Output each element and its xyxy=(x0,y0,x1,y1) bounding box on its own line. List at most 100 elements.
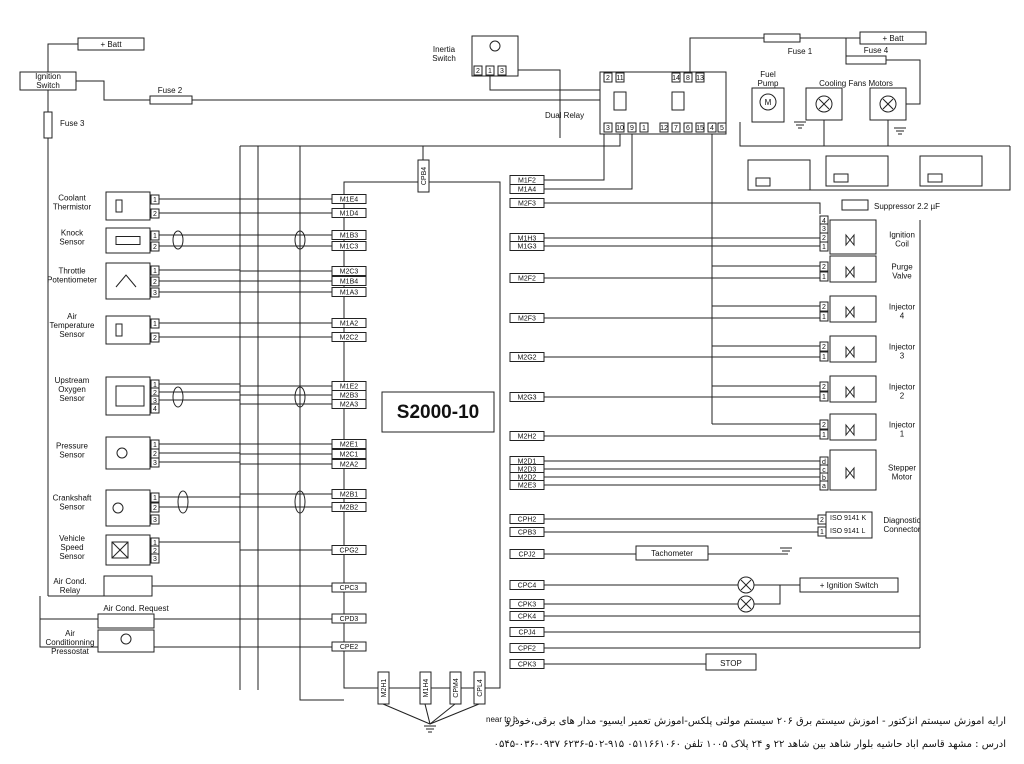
fuse1-label: Fuse 1 xyxy=(788,47,813,56)
sensor-8-pin-text: 2 xyxy=(153,548,157,555)
sensor-label-2: Sensor xyxy=(59,238,85,247)
fuel-pump-m: M xyxy=(765,98,772,107)
ecu-pin-right-7 xyxy=(509,313,545,323)
ecu-pin-m2c2-label: M2C2 xyxy=(340,335,359,342)
sensor-5-pin-text: 4 xyxy=(153,406,157,413)
output-label-3: Injector xyxy=(889,303,916,312)
ecu-pin-cpd3 xyxy=(331,613,367,624)
stop-label: STOP xyxy=(720,659,742,668)
sensor-label-1: Coolant xyxy=(58,194,86,203)
ecu-pin-cpb4 xyxy=(417,159,430,193)
ecu-pin-m1a2-label: M1A2 xyxy=(340,321,358,328)
warning-lamp-icon xyxy=(737,576,755,594)
sensor-1-pin xyxy=(150,208,160,219)
wire-bottom-left xyxy=(299,690,344,701)
ecu-pin-m2b3-label: M2B3 xyxy=(340,393,358,400)
diag-pin-text: 1 xyxy=(820,529,824,536)
sensor-label-8: Vehicle xyxy=(59,534,85,543)
ecu-pin-m2c2 xyxy=(331,332,367,342)
sensor-box-3 xyxy=(105,262,151,300)
ecu-pin-right-14-label: M2E3 xyxy=(518,483,536,490)
knock-sensor-icon xyxy=(115,236,141,245)
relay-pin-top-text: 13 xyxy=(696,75,704,82)
ecu-pin-right-4-label: M1H3 xyxy=(518,236,537,243)
valve-icon xyxy=(845,385,855,399)
pin-number xyxy=(497,65,507,76)
ecu-pin-m1a3 xyxy=(331,287,367,297)
output-7-pin-text: d xyxy=(822,459,826,466)
sensor-7-pin-text: 2 xyxy=(153,505,157,512)
output-6-pin-text: 1 xyxy=(822,432,826,439)
wire-sensor-7-1 xyxy=(159,493,332,498)
fuse1-icon xyxy=(763,33,801,43)
ecu-pin-right-12-label: M2D3 xyxy=(518,467,537,474)
diag-line-l: ISO 9141 L xyxy=(830,528,866,535)
ecu-pin-right-16 xyxy=(509,527,545,537)
output-2-pin-text: 1 xyxy=(822,274,826,281)
batt-left-box xyxy=(77,37,145,51)
ecu-pin-right-10 xyxy=(509,431,545,441)
sensor-4-pin xyxy=(150,318,160,329)
ecu-pin-right-19 xyxy=(509,599,545,609)
sensor-label-11: Air xyxy=(65,629,75,638)
ecu-pin-right-17-label: CPJ2 xyxy=(518,552,535,559)
relay-pin-bottom-text: 4 xyxy=(710,125,714,132)
wire-batt-fuse4 xyxy=(845,37,860,60)
ecu-pin-right-14 xyxy=(509,480,545,490)
ecu-pin-m1b4 xyxy=(331,276,367,286)
wire-ac-request-feed xyxy=(39,596,98,620)
fuse4-label: Fuse 4 xyxy=(864,46,889,55)
ac-request-box xyxy=(97,613,155,629)
ecu-pin-cpd3-label: CPD3 xyxy=(340,616,359,623)
ecu-ground-icon xyxy=(424,725,436,733)
relay-pin-bottom xyxy=(695,122,705,133)
sensor-box-2 xyxy=(105,227,151,254)
ecu-pin-right-8-label: M2G2 xyxy=(517,355,536,362)
ecu-pin-cpm4-label: CPM4 xyxy=(453,678,460,698)
relay-pin-top xyxy=(683,72,693,83)
sensor-1-pin xyxy=(150,194,160,205)
fan-relay-coil-1 xyxy=(755,177,771,187)
sensor-6-pin-text: 3 xyxy=(153,460,157,467)
diag-pin xyxy=(817,526,827,537)
ecu-pin-m2a2-label: M2A2 xyxy=(340,462,358,469)
ignition-switch-label-2: Switch xyxy=(36,81,60,90)
wire-ground-1 xyxy=(382,703,431,725)
diagnostic-label: Diagnostic xyxy=(883,516,920,525)
sensor-7-pin xyxy=(150,502,160,513)
ecu-pin-cpe2 xyxy=(331,641,367,652)
ecu-pin-right-9-label: M2G3 xyxy=(517,395,536,402)
tachometer-box xyxy=(635,545,709,561)
ecu-pin-right-2-label: M1A4 xyxy=(518,187,536,194)
ecu-pin-m2e1-label: M2E1 xyxy=(340,442,358,449)
tacho-ground-icon xyxy=(780,547,792,555)
batt-right-box xyxy=(859,31,927,45)
relay-pin-bottom-text: 12 xyxy=(660,125,668,132)
ecu-pin-right-5-label: M1G3 xyxy=(517,244,536,251)
diag-pin-text: 2 xyxy=(820,517,824,524)
sensor-2-pin xyxy=(150,230,160,241)
sensor-7-pin xyxy=(150,514,160,525)
ecu-pin-right-11-label: M2D1 xyxy=(518,459,537,466)
sensor-label-9: Air Cond. xyxy=(53,577,86,586)
sensor-3-pin xyxy=(150,287,160,298)
wire-m2f3-supp xyxy=(544,202,821,214)
ecu-pin-cpg2-label: CPG2 xyxy=(339,548,358,555)
ecu-pin-right-13-label: M2D2 xyxy=(518,475,537,482)
sensor-label-4: Temperature xyxy=(50,321,95,330)
sensor-label-1: Thermistor xyxy=(53,203,92,212)
relay-pin-bottom-text: 9 xyxy=(630,125,634,132)
sensor-5-pin xyxy=(150,403,160,414)
ignition-switch-label: Ignition xyxy=(35,72,61,81)
sensor-label-9: Relay xyxy=(60,586,80,595)
sensor-label-8: Sensor xyxy=(59,552,85,561)
ecu-pin-m2c1 xyxy=(331,449,367,459)
sensor-6-pin-text: 1 xyxy=(153,442,157,449)
ecu-pin-m2a3 xyxy=(331,399,367,409)
ecu-pin-m1e4 xyxy=(331,194,367,204)
relay-coil-a xyxy=(613,91,627,111)
output-2-pin xyxy=(819,271,829,282)
ecu-pin-m1d4-label: M1D4 xyxy=(340,211,359,218)
diag-pin xyxy=(817,514,827,525)
